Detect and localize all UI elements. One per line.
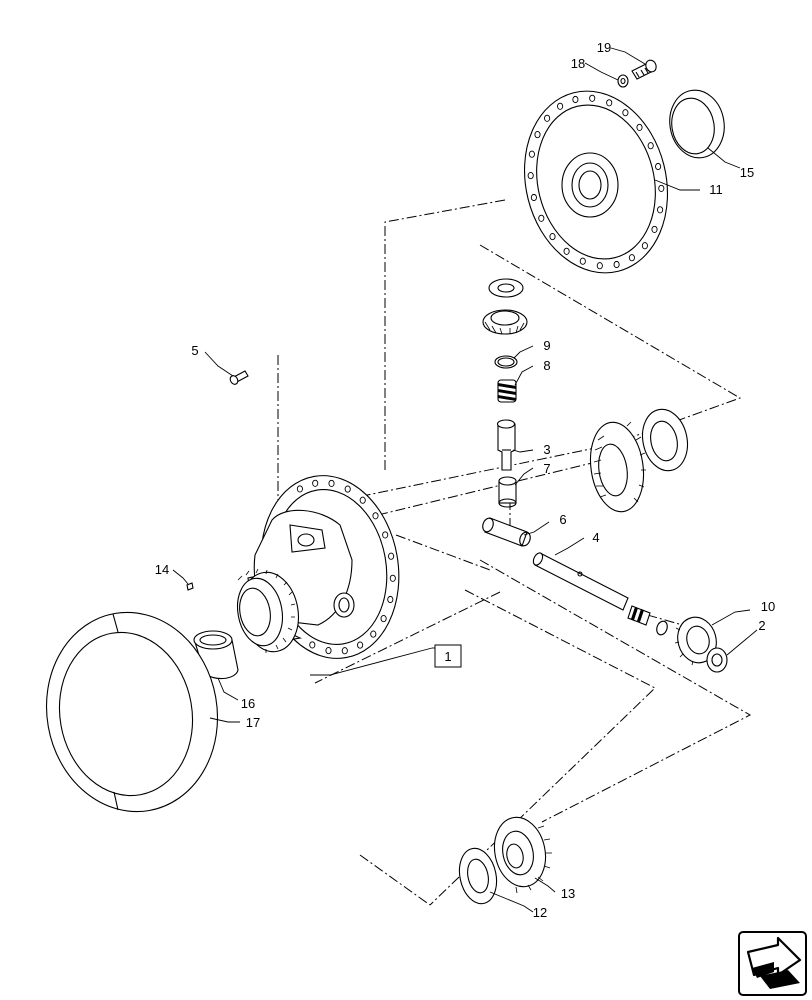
bolt-hole xyxy=(636,123,643,131)
part-14-screw xyxy=(186,582,194,591)
part-13-gear xyxy=(493,816,552,894)
callout-3: 3 xyxy=(543,442,550,457)
callout-8: 8 xyxy=(543,358,550,373)
bolt-hole xyxy=(589,94,596,102)
bolt-hole xyxy=(296,485,303,493)
callout-15: 15 xyxy=(740,165,754,180)
bolt-hole xyxy=(596,262,603,270)
bolt-hole xyxy=(328,479,335,487)
bolt-hole xyxy=(370,630,377,638)
bolt-hole xyxy=(557,102,564,110)
leader-lines xyxy=(172,47,758,913)
bolt-hole xyxy=(572,95,579,104)
part-7-bushing xyxy=(498,476,517,508)
callout-6: 6 xyxy=(559,512,566,527)
disc-11-holes xyxy=(527,94,665,270)
bolt-hole xyxy=(641,242,648,250)
bolt-hole xyxy=(651,225,658,233)
bolt-hole xyxy=(357,641,364,649)
part-10-gear xyxy=(674,616,717,666)
differential-housing xyxy=(236,475,400,659)
callout-5: 5 xyxy=(191,343,198,358)
callout-18: 18 xyxy=(571,56,585,71)
shaft-ring xyxy=(656,620,668,636)
bolt-hole xyxy=(622,109,629,117)
callout-10: 10 xyxy=(761,599,775,614)
callout-19: 19 xyxy=(597,40,611,55)
part-12-washer xyxy=(458,847,498,905)
bolt-hole xyxy=(579,257,586,265)
bolt-hole xyxy=(613,260,620,269)
bolt-hole xyxy=(534,131,541,139)
callout-1: 1 xyxy=(444,649,451,664)
bolt-hole xyxy=(606,99,613,107)
bolt-hole xyxy=(655,162,662,171)
callout-17: 17 xyxy=(246,715,260,730)
callout-4: 4 xyxy=(592,530,599,545)
bolt-hole xyxy=(359,496,366,504)
part-18-washer xyxy=(617,74,629,88)
part-8-spring xyxy=(497,379,517,403)
bolt-hole xyxy=(344,485,351,493)
part-6-cross-pin xyxy=(482,517,531,547)
callout-9: 9 xyxy=(543,338,550,353)
top-washer xyxy=(488,278,524,298)
small-side-gear xyxy=(482,309,528,335)
bolt-hole xyxy=(372,512,379,520)
part-15-ring xyxy=(669,89,725,159)
callout-16: 16 xyxy=(241,696,255,711)
part-19-bolt xyxy=(631,59,657,80)
callout-12: 12 xyxy=(533,905,547,920)
bolt-hole xyxy=(657,206,664,214)
part-9-snap-ring xyxy=(494,355,518,369)
part-17-split-ring xyxy=(45,611,219,813)
part-3-pin xyxy=(496,419,516,471)
bolt-hole xyxy=(527,172,534,180)
callout-14: 14 xyxy=(155,562,169,577)
bolt-hole xyxy=(380,615,387,623)
bolt-hole xyxy=(658,184,665,192)
bolt-hole xyxy=(388,552,395,560)
shaft-roller xyxy=(627,605,651,626)
bolt-hole xyxy=(528,150,535,158)
bolt-hole xyxy=(530,193,537,202)
bolt-hole xyxy=(341,647,348,655)
bolt-hole xyxy=(389,574,396,582)
part-11-disc xyxy=(523,90,669,274)
callout-13: 13 xyxy=(561,886,575,901)
bolt-hole xyxy=(563,247,570,255)
callout-11: 11 xyxy=(709,182,723,197)
bolt-hole xyxy=(309,641,316,649)
bolt-hole xyxy=(382,531,389,539)
bolt-hole xyxy=(647,142,654,150)
callout-1-box xyxy=(434,644,462,668)
bolt-hole xyxy=(628,254,635,262)
housing-flange-holes xyxy=(296,479,396,655)
thrust-washer-right xyxy=(641,408,689,472)
callout-7: 7 xyxy=(543,461,550,476)
part-4-shaft xyxy=(532,552,629,611)
bolt-hole xyxy=(549,233,556,241)
bevel-gear-right xyxy=(589,421,646,513)
callout-2: 2 xyxy=(758,618,765,633)
bolt-hole xyxy=(387,595,394,604)
bolt-hole xyxy=(312,479,319,487)
bolt-hole xyxy=(538,214,545,222)
bolt-hole xyxy=(544,114,551,122)
next-page-arrow-icon[interactable] xyxy=(738,931,807,996)
bolt-hole xyxy=(325,647,332,655)
callouts: 1 2 3 4 5 6 7 8 9 10 11 12 13 14 15 16 1… xyxy=(155,40,775,920)
part-2-washer xyxy=(706,647,728,673)
part-5-bolt xyxy=(229,370,249,385)
